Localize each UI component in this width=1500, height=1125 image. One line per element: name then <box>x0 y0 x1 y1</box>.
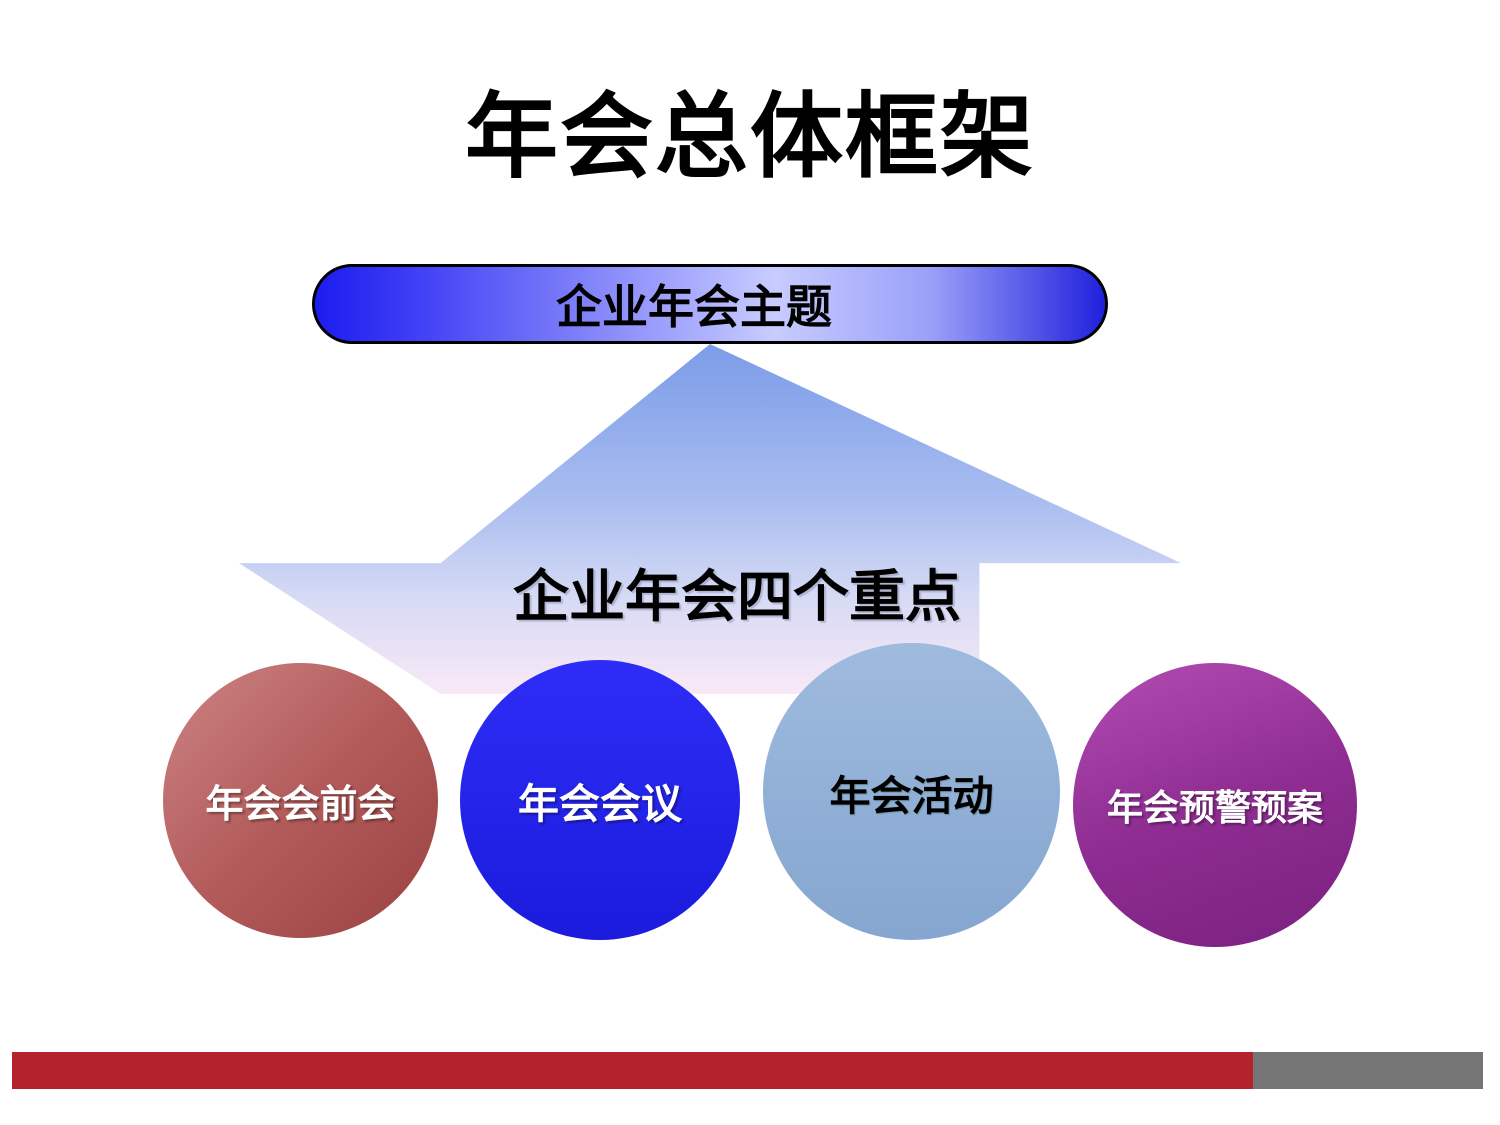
topic-circle-label: 年会会前会 <box>205 784 396 826</box>
theme-pill-label: 企业年会主题 <box>556 281 832 333</box>
circle-ring-layer <box>1073 663 1357 947</box>
footer-bar-gray <box>1253 1052 1483 1089</box>
topic-circle-label: 年会会议 <box>518 781 682 827</box>
topic-circle-activities: 年会活动 <box>763 643 1060 940</box>
topic-circle-label: 年会预警预案 <box>1106 787 1323 828</box>
theme-pill: 企业年会主题 <box>312 264 1108 344</box>
up-arrow-shape <box>239 344 1181 694</box>
topic-circle-label: 年会活动 <box>829 772 994 819</box>
slide-title: 年会总体框架 <box>465 85 1035 189</box>
circle-ring-layer <box>163 663 438 938</box>
topic-circle-pre-meeting: 年会会前会 <box>163 663 438 938</box>
footer-bar-red <box>12 1052 1253 1089</box>
circle-ring-layer <box>460 660 740 940</box>
circle-ring-layer <box>763 643 1060 940</box>
topic-circle-conference: 年会会议 <box>460 660 740 940</box>
up-arrow-label: 企业年会四个重点 <box>513 565 961 628</box>
topic-circle-contingency-plan: 年会预警预案 <box>1073 663 1357 947</box>
